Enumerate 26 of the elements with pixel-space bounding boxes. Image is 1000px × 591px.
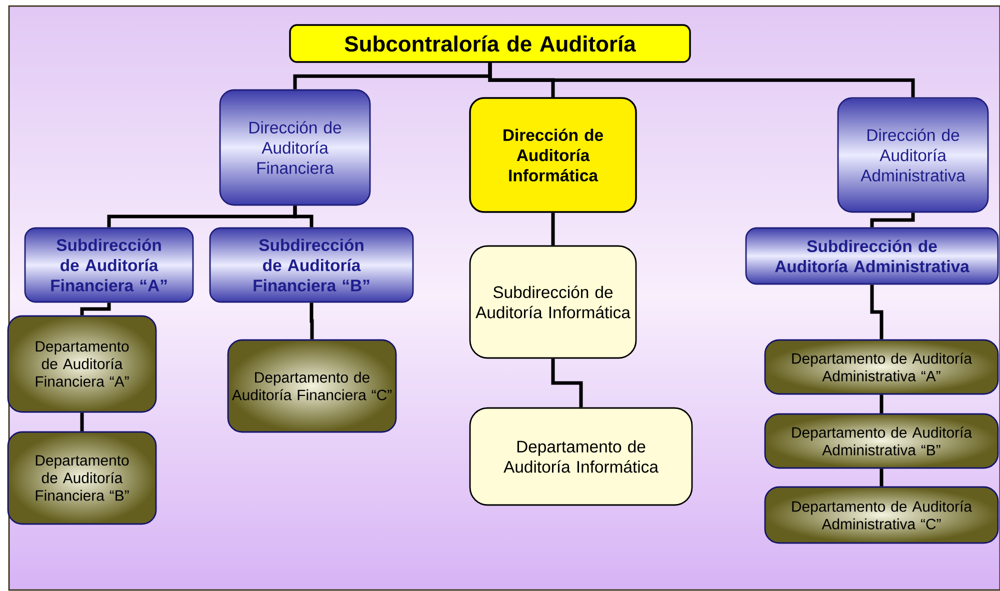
department-box: Departamento de Auditoría Administrativa “A” [764, 339, 999, 395]
connector-line [870, 212, 915, 228]
connector-line [551, 358, 583, 408]
connector-line [880, 468, 884, 486]
department-box: Departamento de Auditoría Financiera “C” [227, 339, 397, 433]
connector-line [80, 302, 111, 316]
department-box: Subdirección de Auditoría Informática [469, 245, 637, 359]
connector-line [488, 62, 915, 98]
department-box: Departamento de Auditoría Informática [469, 407, 693, 506]
title-box: Subcontraloría de Auditoría [289, 24, 691, 63]
department-box: Departamento de Auditoría Administrativa “B” [764, 413, 999, 469]
connector-line [870, 284, 884, 340]
connector-line [293, 206, 314, 228]
department-box: Departamento de Auditoría Financiera “B” [7, 431, 157, 525]
department-box: Departamento de Auditoría Administrativa “C” [764, 486, 999, 544]
director-box: Dirección de Auditoría Administrativa [837, 97, 989, 213]
director-box: Dirección de Auditoría Informática [469, 97, 637, 213]
connector-line [80, 412, 84, 432]
subdirection-box: Subdirección de Auditoría Financiera “A” [24, 227, 194, 303]
connector-line [551, 212, 555, 246]
director-box: Dirección de Auditoría Financiera [219, 89, 371, 206]
subdirection-box: Subdirección de Auditoría Financiera “B” [209, 227, 414, 303]
connector-line [310, 302, 314, 340]
connector-line [880, 394, 884, 414]
department-box: Departamento de Auditoría Financiera “A” [7, 315, 157, 413]
subdirection-box: Subdirección de Auditoría Administrativa [745, 227, 999, 285]
